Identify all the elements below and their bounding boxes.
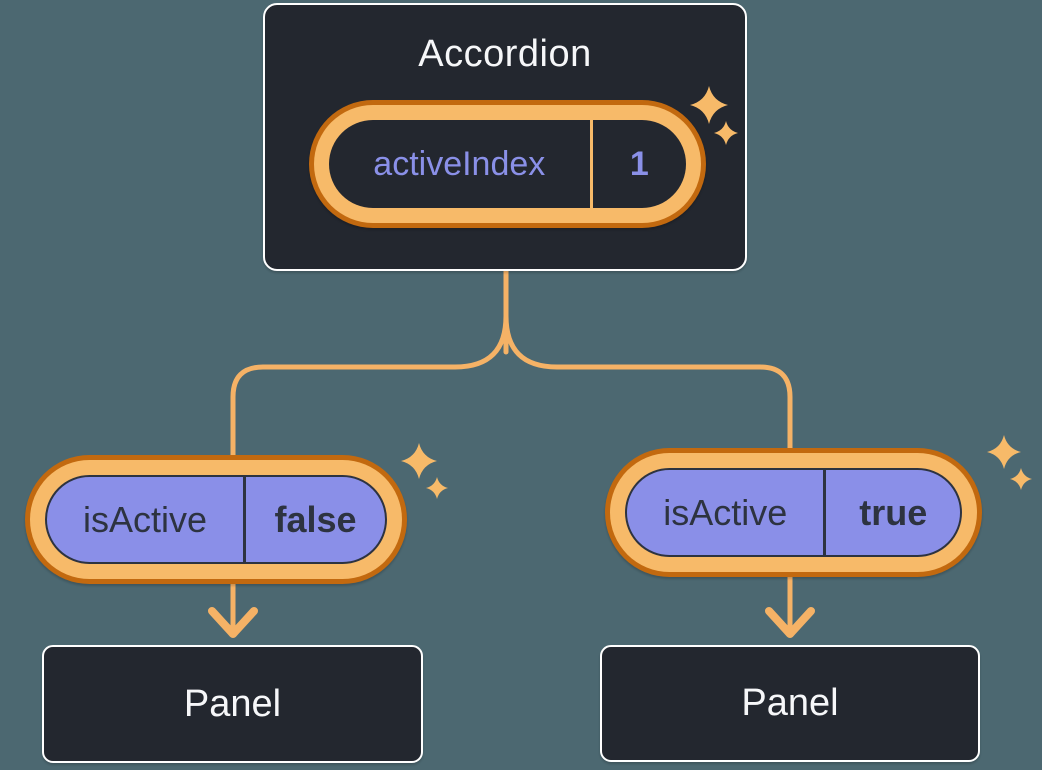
prop-pill-value: true <box>859 491 928 533</box>
prop-pill-ring: isActive true <box>610 453 977 572</box>
prop-pill-divider <box>243 477 247 562</box>
prop-pill-name: isActive <box>83 498 208 540</box>
active-index-state-pill: activeIndex 1 <box>309 100 706 228</box>
sparkle-icon <box>987 435 1021 469</box>
sparkle-icon <box>426 477 448 499</box>
accordion-card: Accordion activeIndex 1 <box>263 3 747 271</box>
panel-label: Panel <box>183 682 282 725</box>
prop-pill-ring: isActive false <box>30 460 402 579</box>
state-pill-ring: activeIndex 1 <box>314 105 701 223</box>
panel-label: Panel <box>741 682 839 724</box>
accordion-title: Accordion <box>418 33 592 75</box>
state-pill-divider <box>589 120 593 208</box>
state-pill-value: 1 <box>629 144 649 183</box>
sparkle-icon <box>401 443 437 479</box>
sparkle-icon <box>1010 468 1032 490</box>
arrow-down-icon <box>208 607 258 638</box>
prop-pill-name: isActive <box>663 491 788 533</box>
is-active-pill-left: isActive false <box>25 455 407 584</box>
panel-card-left: Panel <box>42 645 423 763</box>
panel-card-right: Panel <box>600 645 980 762</box>
prop-pill-value: false <box>274 498 357 540</box>
is-active-pill-right: isActive true <box>605 448 982 577</box>
arrow-down-icon <box>765 607 815 638</box>
state-pill-name: activeIndex <box>373 144 546 183</box>
prop-pill-divider <box>823 470 827 555</box>
